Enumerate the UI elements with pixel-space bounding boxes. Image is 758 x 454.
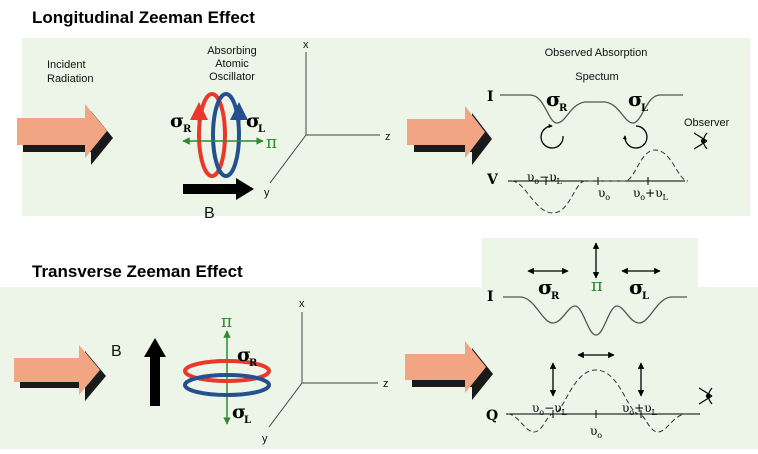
rotation-icon-left bbox=[540, 123, 564, 149]
longitudinal-title: Longitudinal Zeeman Effect bbox=[32, 8, 255, 27]
axis-x-label: x bbox=[303, 39, 309, 51]
incident-arrow bbox=[17, 104, 113, 165]
v-label-right: υo+υL bbox=[633, 186, 668, 202]
observed-absorption-label: Observed Absorption bbox=[545, 47, 648, 59]
v-profile bbox=[511, 149, 689, 214]
bottom-pi: π bbox=[591, 275, 603, 296]
field-label: B bbox=[204, 205, 215, 222]
field-arrow bbox=[183, 178, 254, 200]
bottom-sigma-r: σ bbox=[538, 275, 553, 299]
bottom-sigma-l: σ bbox=[629, 275, 644, 299]
sigma-r-symbol: σ bbox=[170, 110, 184, 132]
spectrum-sigma-l-sub: L bbox=[641, 103, 648, 114]
oscillator-label-3: Oscillator bbox=[209, 71, 255, 83]
q-label-right: υo+υL bbox=[622, 401, 657, 417]
transverse-sigma-r-symbol: σ bbox=[237, 344, 251, 366]
incident-label-2: Radiation bbox=[47, 73, 93, 85]
sigma-r-subscript: R bbox=[183, 124, 192, 135]
transverse-incident-arrow bbox=[14, 345, 106, 401]
intensity-label-top: I bbox=[487, 89, 494, 105]
bottom-right-panel bbox=[482, 238, 698, 308]
middle-arrow-bottom bbox=[405, 341, 493, 400]
q-label-center: υo bbox=[590, 424, 602, 440]
axis-y-label: y bbox=[264, 187, 270, 199]
top-panel bbox=[22, 38, 750, 216]
axis-z-label: z bbox=[385, 131, 391, 143]
spectrum-sigma-l: σ bbox=[628, 87, 643, 111]
v-label-center: υo bbox=[598, 186, 610, 202]
spectrum-sigma-r: σ bbox=[546, 87, 561, 111]
transverse-title: Transverse Zeeman Effect bbox=[32, 262, 243, 281]
transverse-axis-z-label: z bbox=[383, 378, 389, 390]
transverse-axes bbox=[268, 312, 378, 428]
sigma-l-symbol: σ bbox=[246, 110, 260, 132]
q-label: Q bbox=[486, 408, 498, 424]
bottom-sigma-r-sub: R bbox=[551, 291, 560, 302]
oscillator-rings bbox=[182, 92, 264, 178]
transverse-axis-y-label: y bbox=[262, 433, 268, 445]
bottom-panel bbox=[0, 287, 758, 449]
observer-label: Observer bbox=[684, 117, 730, 129]
spectrum-sigma-r-sub: R bbox=[559, 103, 568, 114]
transverse-sigma-l-subscript: L bbox=[244, 415, 251, 426]
incident-label-1: Incident bbox=[47, 59, 86, 71]
q-profile bbox=[507, 369, 687, 433]
transverse-sigma-l-symbol: σ bbox=[232, 401, 246, 423]
rotation-icon-right bbox=[622, 125, 648, 149]
oscillator-label-1: Absorbing bbox=[207, 45, 257, 57]
v-label-left: υo−υL bbox=[527, 170, 562, 186]
observer-eye-icon-bottom bbox=[698, 387, 713, 405]
sigma-l-subscript: L bbox=[258, 124, 265, 135]
spectrum-label: Spectum bbox=[575, 71, 618, 83]
bottom-sigma-l-sub: L bbox=[642, 291, 649, 302]
observer-eye-icon-top bbox=[693, 132, 708, 150]
pi-symbol: π bbox=[266, 133, 277, 153]
transverse-axis-x-label: x bbox=[299, 298, 305, 310]
middle-arrow-top bbox=[407, 106, 492, 165]
transverse-rings bbox=[183, 330, 271, 425]
transverse-field-label: B bbox=[111, 343, 122, 360]
transverse-sigma-r-subscript: R bbox=[249, 358, 258, 369]
intensity-label-bottom: I bbox=[487, 289, 494, 305]
q-label-left: υo−υL bbox=[532, 401, 567, 417]
intensity-profile-bottom bbox=[503, 296, 687, 336]
longitudinal-axes bbox=[269, 52, 380, 184]
intensity-profile-top bbox=[500, 94, 683, 124]
oscillator-label-2: Atomic bbox=[215, 58, 249, 70]
transverse-field-arrow bbox=[144, 338, 166, 406]
transverse-pi-symbol: π bbox=[221, 312, 232, 332]
v-label: V bbox=[486, 172, 499, 188]
